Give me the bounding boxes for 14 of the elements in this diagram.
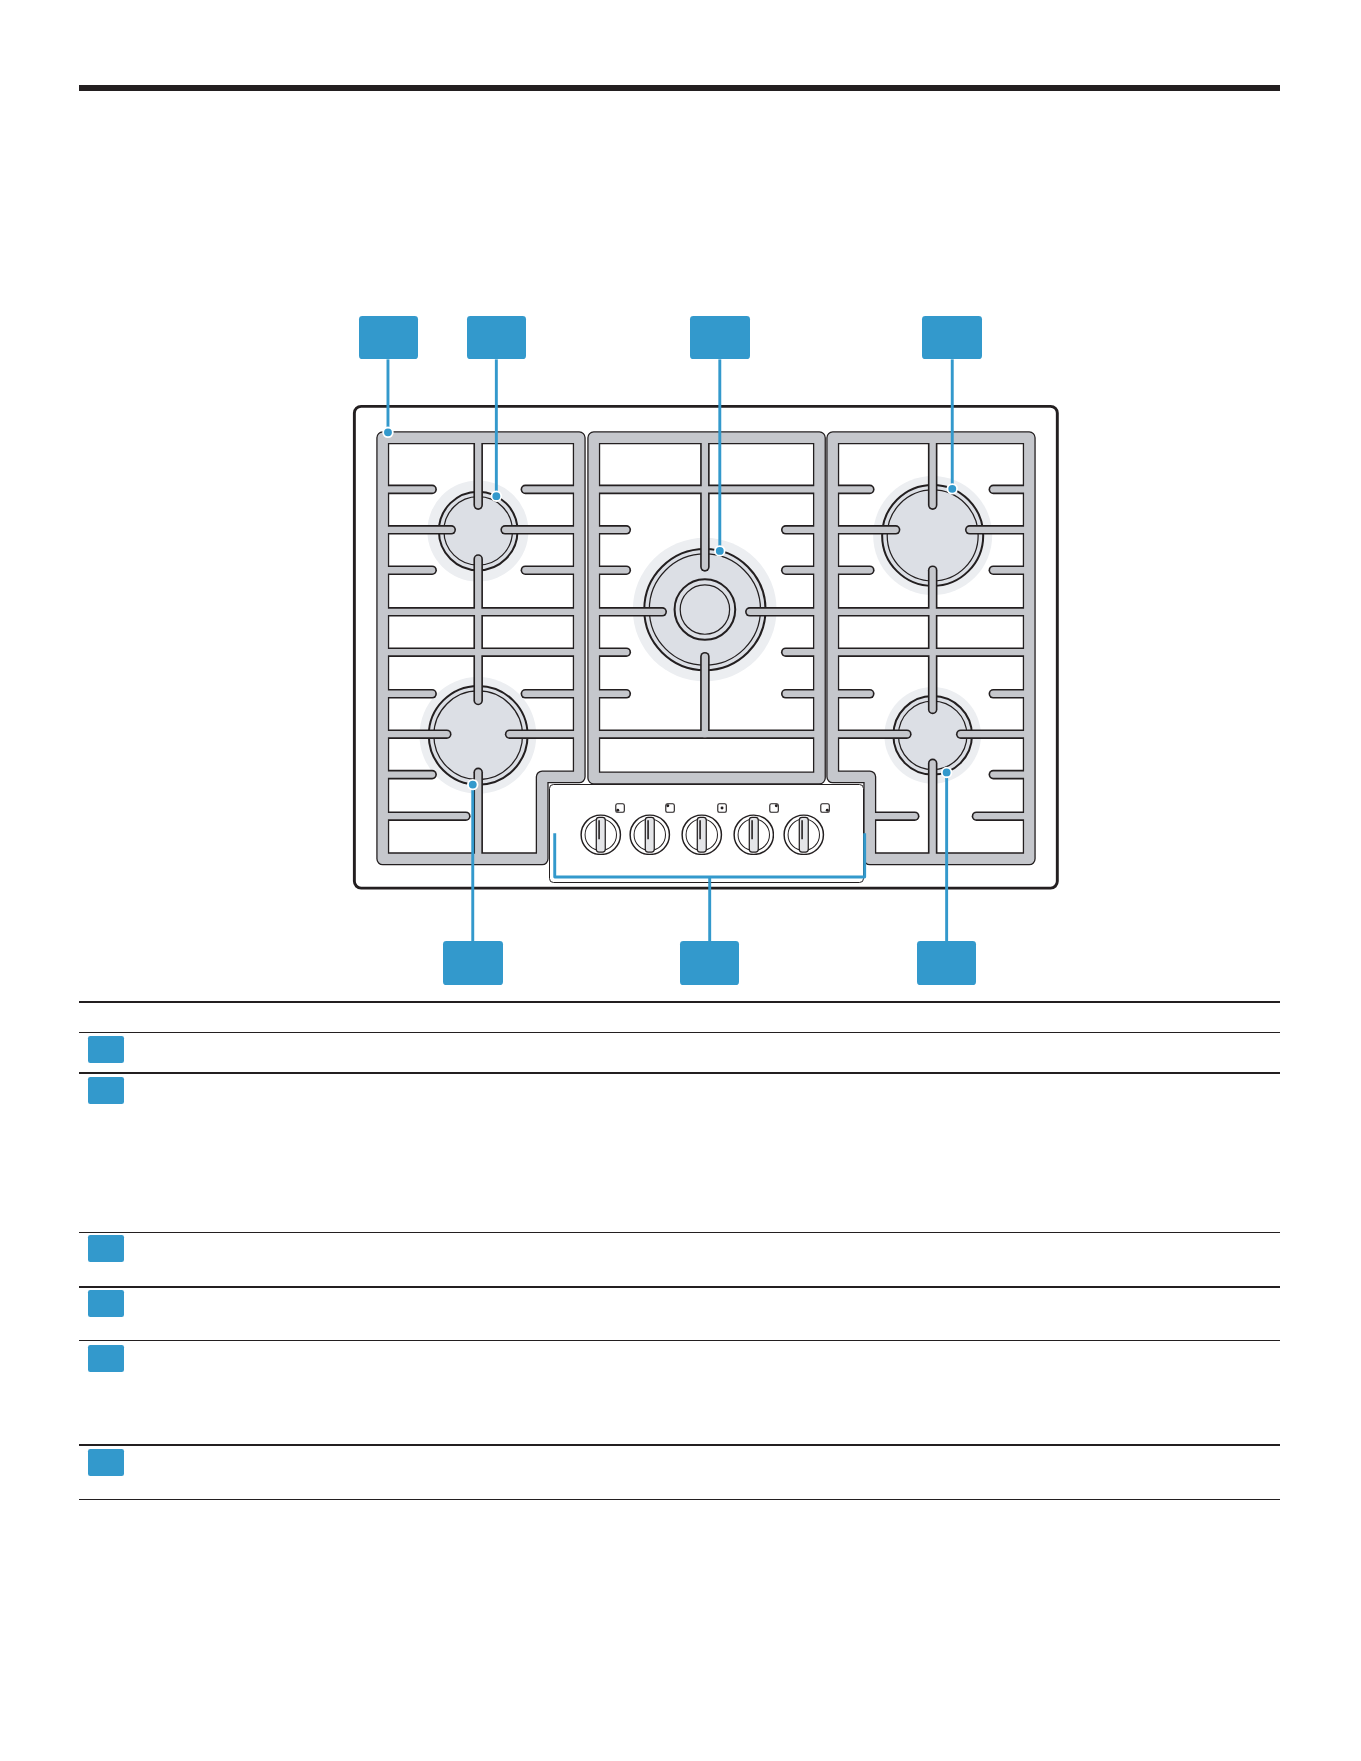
callout-box [679, 941, 740, 985]
callout-box [690, 315, 750, 360]
callout-box [87, 1036, 124, 1064]
callout-box [922, 315, 982, 360]
callout-box [87, 1076, 124, 1104]
callout-box [87, 1290, 124, 1318]
callout-box [466, 315, 527, 360]
callout-box [443, 941, 503, 985]
callout-box [87, 1448, 124, 1476]
leader-line [708, 882, 712, 941]
callout-box [916, 941, 977, 985]
callout-box [87, 1235, 124, 1263]
callout-box [358, 315, 419, 360]
callout-box [87, 1345, 124, 1373]
